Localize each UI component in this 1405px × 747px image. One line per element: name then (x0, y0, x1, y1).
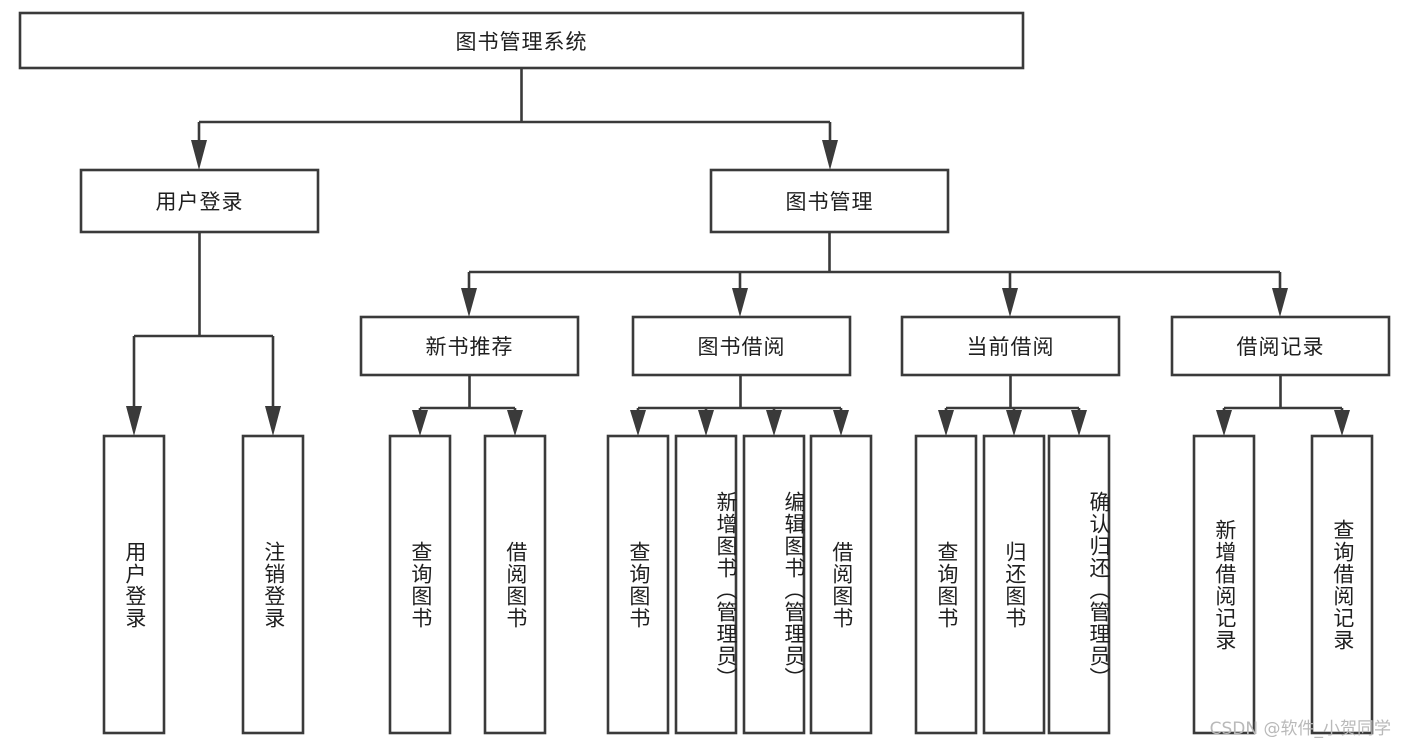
node-box-user-login[interactable] (79, 168, 320, 234)
node-box-leaf-add-book[interactable] (674, 434, 738, 735)
node-box-book-borrow[interactable] (631, 315, 852, 377)
node-box-leaf-query-book-current[interactable] (914, 434, 978, 735)
node-box-leaf-query-book-borrow[interactable] (606, 434, 670, 735)
node-box-leaf-logout[interactable] (241, 434, 305, 735)
node-box-book-manage[interactable] (709, 168, 950, 234)
arrow-head-leaf-borrow-book-recommend (507, 410, 523, 436)
arrow-head-borrow-record (1272, 288, 1288, 317)
arrow-head-leaf-add-book (698, 410, 714, 436)
arrow-head-leaf-confirm-return (1071, 410, 1087, 436)
arrow-head-book-borrow (732, 288, 748, 317)
node-box-leaf-borrow-book[interactable] (809, 434, 873, 735)
node-box-new-book-recommend[interactable] (359, 315, 580, 377)
node-box-leaf-add-record[interactable] (1192, 434, 1256, 735)
arrow-head-user-login (191, 140, 207, 170)
arrow-head-leaf-add-record (1216, 410, 1232, 436)
connector-group (126, 68, 1350, 436)
node-box-group (18, 11, 1391, 735)
watermark-text: CSDN @软件_小贺同学 (1209, 719, 1391, 739)
node-box-current-borrow[interactable] (900, 315, 1121, 377)
arrow-head-leaf-query-book-recommend (412, 410, 428, 436)
node-box-leaf-query-book-recommend[interactable] (388, 434, 452, 735)
node-box-leaf-confirm-return[interactable] (1047, 434, 1111, 735)
node-box-leaf-borrow-book-recommend[interactable] (483, 434, 547, 735)
arrow-head-leaf-query-record (1334, 410, 1350, 436)
arrow-head-leaf-return-book (1006, 410, 1022, 436)
arrow-head-leaf-logout (265, 406, 281, 436)
node-box-leaf-return-book[interactable] (982, 434, 1046, 735)
arrow-head-leaf-query-book-borrow (630, 410, 646, 436)
arrow-head-leaf-user-login (126, 406, 142, 436)
arrow-head-leaf-borrow-book (833, 410, 849, 436)
node-box-leaf-edit-book[interactable] (742, 434, 806, 735)
arrow-head-leaf-query-book-current (938, 410, 954, 436)
arrow-head-book-manage (822, 140, 838, 170)
arrow-head-current-borrow (1002, 288, 1018, 317)
node-box-root[interactable] (18, 11, 1025, 70)
node-box-borrow-record[interactable] (1170, 315, 1391, 377)
arrow-head-leaf-edit-book (766, 410, 782, 436)
arrow-head-new-book-recommend (461, 288, 477, 317)
node-box-leaf-query-record[interactable] (1310, 434, 1374, 735)
node-box-leaf-user-login[interactable] (102, 434, 166, 735)
